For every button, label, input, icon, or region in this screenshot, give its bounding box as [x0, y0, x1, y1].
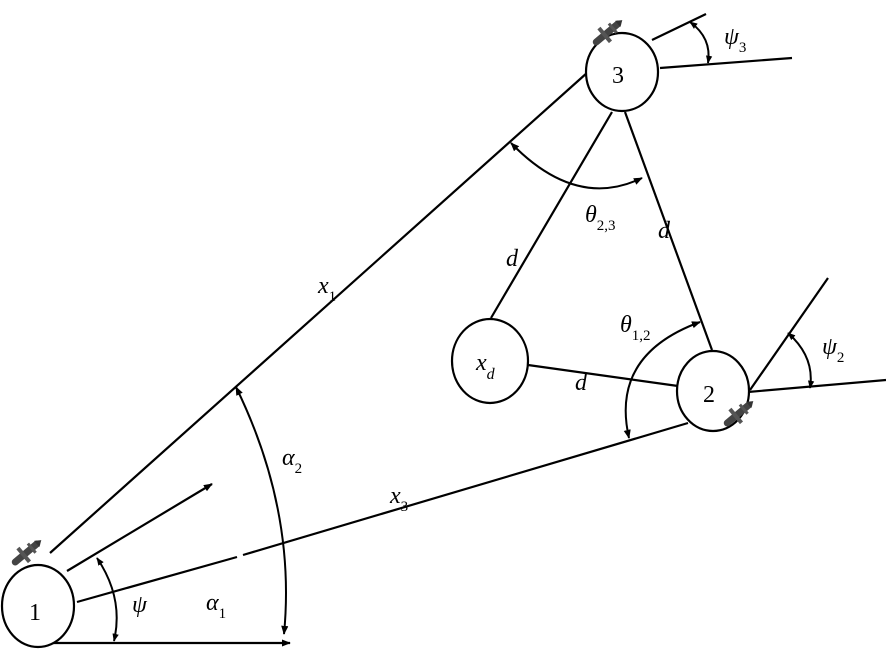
edge-d-xd-to-2	[527, 363, 679, 388]
reference-line-2	[747, 378, 886, 394]
heading-line-3	[651, 13, 707, 41]
alpha2-arc	[235, 386, 289, 635]
theta12-arc	[623, 321, 701, 439]
edge-x3-seg2	[242, 421, 689, 557]
psi-arc	[96, 557, 119, 642]
d-left-label: d	[506, 246, 519, 272]
psi3-label: ψ3	[724, 24, 746, 56]
reference-line-3	[659, 56, 793, 70]
x3-label: x3	[389, 483, 408, 515]
alpha2-label: α2	[282, 445, 302, 477]
theta12-label: θ1,2	[620, 312, 651, 344]
edge-x1	[49, 71, 589, 554]
drone-icon-1	[9, 533, 47, 569]
d-right-label: d	[658, 218, 671, 244]
node-xd	[450, 317, 530, 405]
node-xd-label: xd	[475, 350, 496, 383]
theta23-label: θ2,3	[585, 202, 616, 234]
psi2-label: ψ2	[822, 334, 844, 366]
x1-label: x1	[317, 273, 336, 305]
theta23-arc	[510, 142, 643, 190]
alpha1-label: α1	[206, 590, 226, 622]
heading-vector-1	[66, 483, 213, 572]
psi3-arc	[689, 21, 713, 64]
node-3	[584, 31, 660, 113]
node-1-label: 1	[29, 600, 41, 626]
d-bottom-label: d	[575, 370, 588, 396]
node-1	[0, 563, 76, 649]
node-2-label: 2	[703, 382, 715, 408]
psi2-arc	[787, 332, 815, 389]
psi-label: ψ	[132, 592, 148, 618]
node-3-label: 3	[612, 63, 624, 89]
